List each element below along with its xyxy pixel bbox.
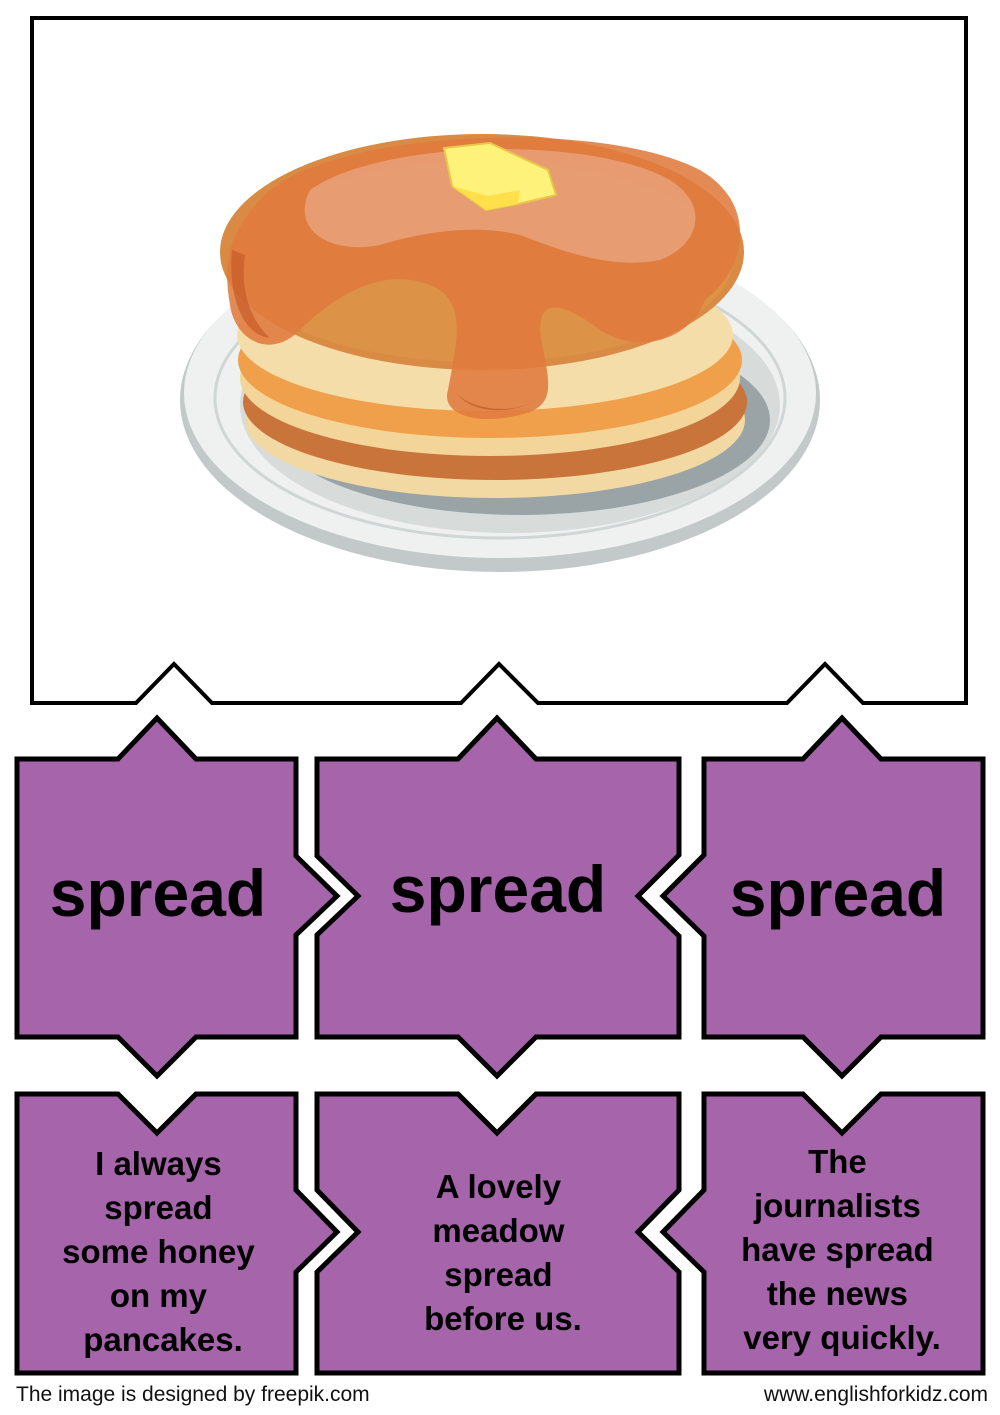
website-link[interactable]: www.englishforkidz.com [763,1383,988,1406]
word-card-3 [659,714,986,1080]
pancakes-icon [180,134,820,572]
word-card-1 [14,714,341,1080]
word-label-2: spread [390,852,606,926]
word-label-1: spread [50,856,266,930]
sentence-card-3 [659,1091,986,1376]
word-label-3: spread [730,856,946,930]
sentence-label-2: A lovely meadow spread before us. [424,1168,582,1337]
sentence-card-2 [314,1091,682,1376]
sentence-label-3: The journalists have spread the news ver… [741,1143,943,1356]
image-credit: The image is designed by freepik.com [16,1383,370,1406]
sentence-label-1: I always spread some honey on my pancake… [62,1145,264,1358]
sentence-card-1 [14,1091,341,1376]
word-card-2 [314,714,682,1080]
